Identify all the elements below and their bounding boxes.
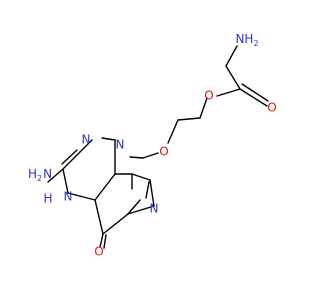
bonds — [47, 45, 269, 249]
ring-nitrogen-3-label: N — [82, 133, 91, 147]
bond — [216, 88, 241, 97]
molecule-diagram: NH2 O O O N N H2N N H N O — [27, 31, 277, 259]
ring-nitrogen-9-label: N — [116, 138, 125, 152]
bond — [145, 181, 150, 199]
amine-label-left: H2N — [28, 167, 52, 183]
bond — [79, 139, 93, 153]
ether-oxygen-label: O — [159, 145, 168, 159]
bond — [167, 119, 179, 144]
ring-nitrogen-7-label: N — [150, 202, 159, 216]
bond — [101, 137, 116, 141]
bond — [94, 173, 116, 201]
bond — [177, 117, 201, 121]
ring-hydrogen-label: H — [43, 192, 52, 206]
bond — [103, 234, 107, 249]
carbonyl-oxygen-label: O — [267, 101, 276, 115]
bond — [199, 97, 208, 119]
ring-oxygen-label: O — [94, 245, 103, 259]
bond — [127, 205, 155, 215]
bond — [149, 179, 155, 207]
ester-oxygen-label: O — [204, 89, 213, 103]
bond — [62, 168, 69, 194]
ring-nitrogen-1-label: N — [64, 190, 73, 204]
bond — [131, 173, 151, 181]
bond — [142, 152, 159, 159]
bond — [47, 168, 64, 183]
bond — [129, 156, 144, 159]
bond — [67, 192, 96, 201]
amine-label-top: NH2 — [235, 32, 258, 48]
bond — [99, 233, 104, 248]
bond — [61, 149, 78, 165]
bond — [94, 199, 104, 235]
bond — [225, 45, 238, 67]
atom-labels: NH2 O O O N N H2N N H N O — [28, 32, 277, 259]
bond — [62, 151, 81, 170]
bond — [241, 83, 269, 102]
structure-svg: NH2 O O O N N H2N N H N O — [28, 32, 277, 259]
bond — [127, 199, 141, 215]
bond — [239, 88, 268, 107]
bond — [225, 65, 241, 90]
bond — [102, 213, 129, 235]
